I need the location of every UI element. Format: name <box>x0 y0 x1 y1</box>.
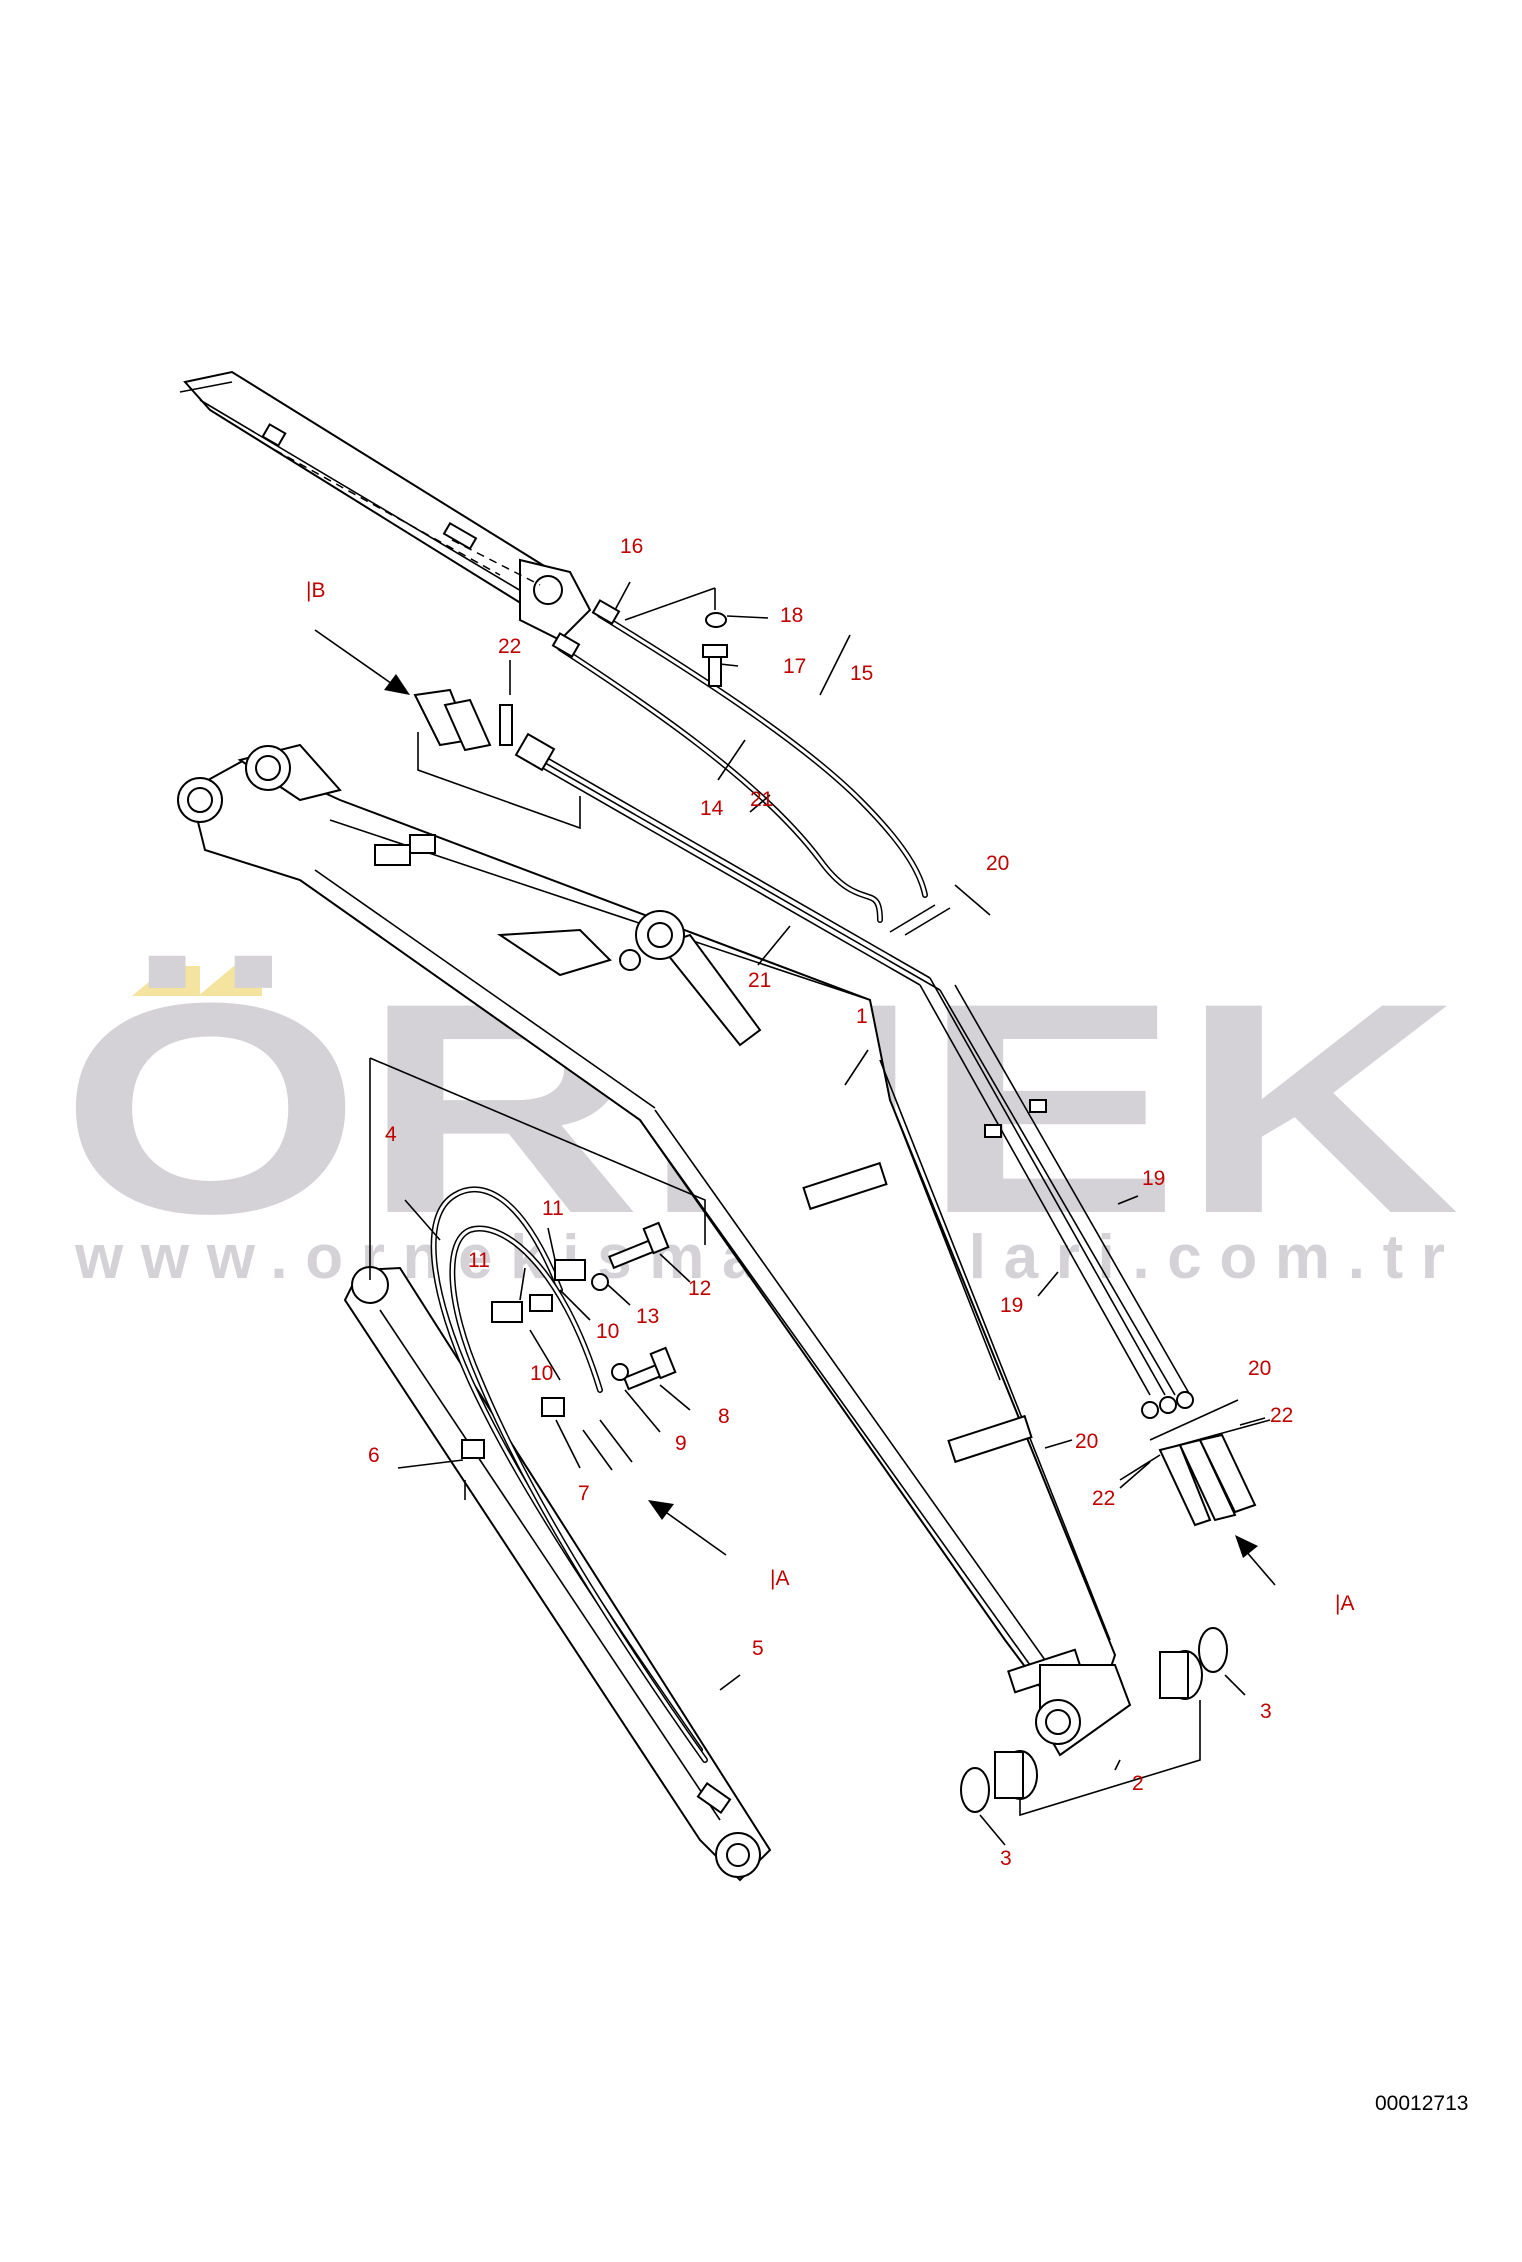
callout-15: 15 <box>850 662 873 685</box>
callout-3b: 3 <box>1260 1700 1272 1723</box>
callout-17: 17 <box>783 655 806 678</box>
callout-10b: 10 <box>530 1362 553 1385</box>
callout-20c: 20 <box>1075 1430 1098 1453</box>
callout-11a: 11 <box>542 1197 564 1220</box>
pipes-21-19 <box>514 732 1194 1419</box>
callout-22c: 22 <box>1092 1487 1115 1510</box>
callout-20b: 20 <box>1248 1357 1271 1380</box>
watermark-umlaut-left <box>132 966 200 996</box>
callout-14: 14 <box>700 797 724 820</box>
callout-7: 7 <box>578 1482 590 1505</box>
clamps <box>461 1259 586 1459</box>
callout-19a: 19 <box>1142 1167 1165 1190</box>
callout-11b: 11 <box>468 1249 490 1272</box>
seals-3 <box>960 1627 1228 1813</box>
fittings-22-right <box>1158 1433 1257 1527</box>
callout-12: 12 <box>688 1277 711 1300</box>
hose-4 <box>430 1186 708 1763</box>
callout-1: 1 <box>856 1005 868 1028</box>
callout-13: 13 <box>636 1305 659 1328</box>
callout-9: 9 <box>675 1432 687 1455</box>
view-arrows <box>314 629 1276 1586</box>
callout-21a: 21 <box>750 788 773 811</box>
fittings-22-top <box>413 688 513 752</box>
arrow-a-right-icon <box>1235 1535 1258 1558</box>
callout-6: 6 <box>368 1444 380 1467</box>
section-label-b: |B <box>306 579 325 602</box>
callout-19b: 19 <box>1000 1294 1023 1317</box>
callout-leaders <box>397 581 1266 1846</box>
bushings-2 <box>994 1650 1203 1800</box>
callout-10a: 10 <box>596 1320 619 1343</box>
bucket-cylinder <box>343 1266 772 1882</box>
callout-2: 2 <box>1132 1772 1144 1795</box>
callout-3a: 3 <box>1000 1847 1012 1870</box>
callout-8: 8 <box>718 1405 730 1428</box>
section-label-a-left: |A <box>770 1567 789 1590</box>
callout-16: 16 <box>620 535 643 558</box>
hoses-14-15 <box>551 599 928 923</box>
drawing-number: 00012713 <box>1375 2092 1468 2115</box>
callout-22a: 22 <box>498 635 521 658</box>
boom-cylinder <box>179 370 592 642</box>
callout-20a: 20 <box>986 852 1009 875</box>
callout-18: 18 <box>780 604 803 627</box>
arrow-a-left-icon <box>648 1500 674 1520</box>
callout-5: 5 <box>752 1637 764 1660</box>
leader-lines <box>369 587 1271 1817</box>
arrow-b-icon <box>384 674 410 695</box>
arm-assembly <box>177 743 1132 1757</box>
callout-22b: 22 <box>1270 1404 1293 1427</box>
watermark-umlaut-right <box>198 966 262 996</box>
callout-21b: 21 <box>748 969 771 992</box>
section-label-a-right: |A <box>1335 1592 1354 1615</box>
callout-4: 4 <box>385 1123 397 1146</box>
bolts-washers <box>591 612 728 1391</box>
